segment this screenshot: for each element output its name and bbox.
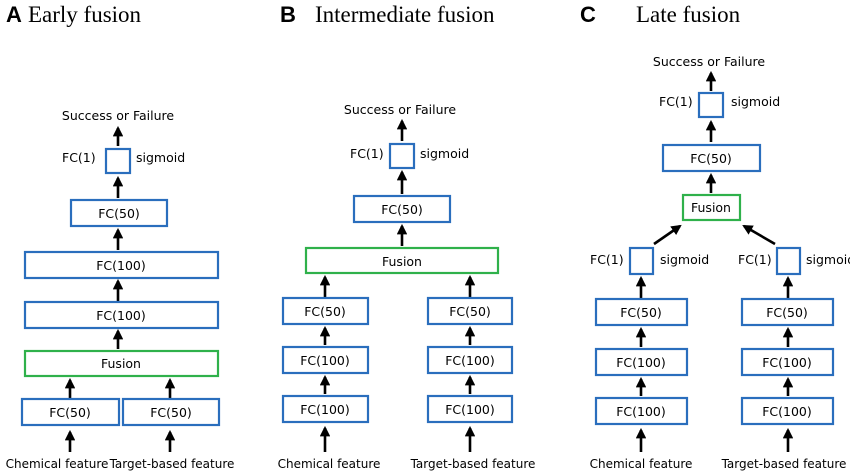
a-fc50-box: [69, 198, 169, 228]
c-target-fc100-upper-box: [740, 347, 835, 377]
c-fc1-box: [697, 91, 725, 119]
c-chem-fc1-box: [628, 246, 655, 276]
a-fusion-box: [23, 349, 220, 378]
b-output-label: Success or Failure: [344, 102, 456, 117]
a-target-label: Target-based feature: [109, 457, 235, 471]
c-target-fc100-lower-box: [740, 396, 835, 426]
c-fc50-box: [661, 143, 762, 173]
b-chem-fc50-text: FC(50): [304, 304, 346, 319]
b-fusion-box: [304, 246, 500, 275]
a-fc1-label: FC(1): [62, 150, 96, 165]
b-fusion-text: Fusion: [382, 254, 422, 269]
c-chem-fc100-upper-text: FC(100): [616, 355, 666, 370]
a-fc50-text: FC(50): [98, 206, 140, 221]
a-fc1-box: [104, 147, 132, 175]
panel-c: C Late fusion Success or Failure FC(1) s…: [580, 2, 850, 471]
c-target-fc100-upper-text: FC(100): [762, 355, 812, 370]
b-fc1-label: FC(1): [350, 146, 384, 161]
a-fc100-upper-text: FC(100): [96, 258, 146, 273]
c-target-sigmoid-label: sigmoid: [806, 252, 850, 267]
b-sigmoid-label: sigmoid: [420, 146, 469, 161]
c-sigmoid-label: sigmoid: [731, 94, 780, 109]
c-arrow-target-fc1-fusion: [742, 224, 776, 246]
b-target-fc100-lower-text: FC(100): [445, 402, 495, 417]
b-target-fc100-lower-box: [426, 394, 514, 424]
c-target-fc1-label: FC(1): [738, 252, 772, 267]
c-target-fc50-box: [740, 297, 835, 327]
b-chem-fc100-upper-box: [281, 345, 370, 375]
a-fc100-box-lower: [23, 300, 220, 330]
c-fusion-box: [681, 193, 742, 222]
panel-a-title: Early fusion: [28, 2, 142, 27]
c-chem-fc100-upper-box: [594, 347, 689, 377]
c-chem-fc100-lower-text: FC(100): [616, 404, 666, 419]
c-target-fc100-lower-text: FC(100): [762, 404, 812, 419]
c-fc50-text: FC(50): [690, 151, 732, 166]
c-chem-fc100-lower-box: [594, 396, 689, 426]
panel-a: A Early fusion Success or Failure FC(1) …: [6, 2, 235, 471]
c-target-fc50-text: FC(50): [766, 305, 808, 320]
c-fc1-label: FC(1): [659, 94, 693, 109]
a-fc100-lower-text: FC(100): [96, 308, 146, 323]
panel-c-letter: C: [580, 2, 596, 27]
a-output-label: Success or Failure: [62, 108, 174, 123]
a-sigmoid-label: sigmoid: [136, 150, 185, 165]
c-fusion-text: Fusion: [691, 200, 731, 215]
c-target-label: Target-based feature: [721, 457, 847, 471]
b-target-fc50-text: FC(50): [449, 304, 491, 319]
b-target-fc100-upper-box: [426, 345, 514, 375]
b-chem-fc100-lower-box: [281, 394, 370, 424]
b-fc50-text: FC(50): [381, 202, 423, 217]
c-output-label: Success or Failure: [653, 54, 765, 69]
a-fc50-chem-text: FC(50): [49, 405, 91, 420]
b-fc50-box: [352, 194, 452, 224]
c-chem-fc50-text: FC(50): [620, 305, 662, 320]
panel-c-title: Late fusion: [636, 2, 741, 27]
panel-b: B Intermediate fusion Success or Failure…: [278, 2, 536, 471]
c-chem-fc50-box: [594, 297, 689, 327]
a-chemical-label: Chemical feature: [6, 457, 109, 471]
a-fc50-chem-box: [20, 397, 121, 427]
b-chem-fc50-box: [281, 296, 370, 326]
panel-b-letter: B: [280, 2, 296, 27]
a-fc50-target-box: [121, 397, 221, 427]
b-target-label: Target-based feature: [410, 457, 536, 471]
c-arrow-chem-fc1-fusion: [653, 224, 682, 246]
a-fc50-target-text: FC(50): [150, 405, 192, 420]
panel-b-title: Intermediate fusion: [315, 2, 495, 27]
b-chemical-label: Chemical feature: [278, 457, 381, 471]
b-target-fc100-upper-text: FC(100): [445, 353, 495, 368]
c-target-fc1-box: [775, 246, 802, 276]
a-fc100-box-upper: [23, 250, 220, 280]
a-fusion-text: Fusion: [101, 356, 141, 371]
c-chemical-label: Chemical feature: [590, 457, 693, 471]
b-chem-fc100-upper-text: FC(100): [300, 353, 350, 368]
b-fc1-box: [388, 142, 416, 170]
b-target-fc50-box: [426, 296, 514, 326]
panel-a-letter: A: [6, 2, 22, 27]
c-chem-sigmoid-label: sigmoid: [660, 252, 709, 267]
b-chem-fc100-lower-text: FC(100): [300, 402, 350, 417]
c-chem-fc1-label: FC(1): [590, 252, 624, 267]
